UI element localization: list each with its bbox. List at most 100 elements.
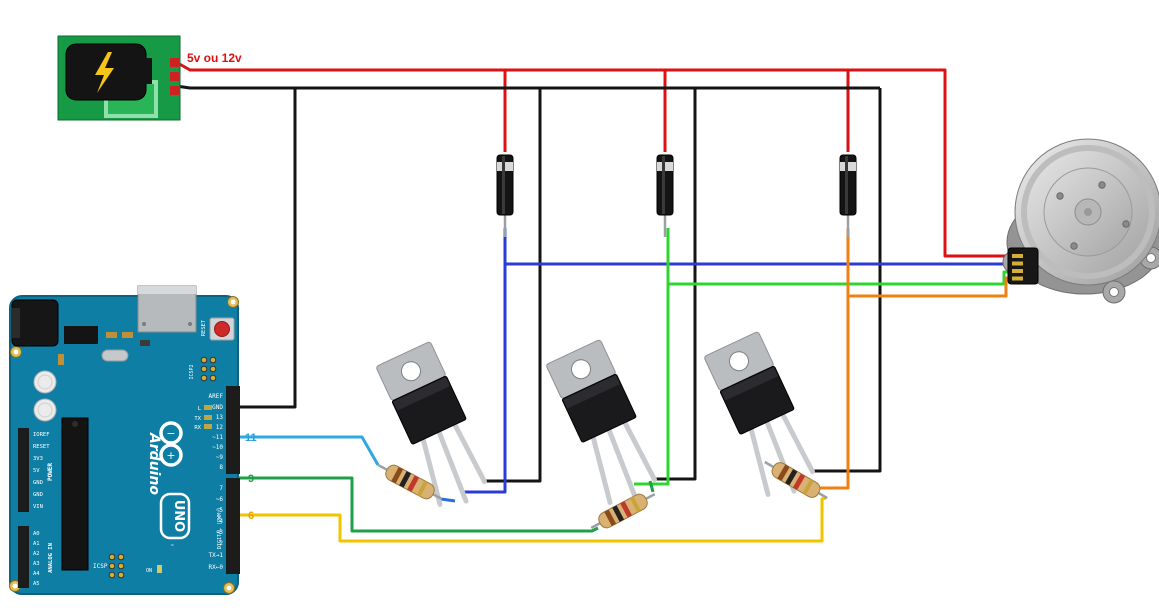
reset-silk-label: RESET xyxy=(201,319,207,336)
svg-text:L: L xyxy=(198,406,202,412)
motor-pin-4 xyxy=(1012,276,1023,281)
svg-text:GND: GND xyxy=(33,492,43,498)
svg-text:~9: ~9 xyxy=(216,454,224,461)
positive-rail-wire xyxy=(175,60,1010,258)
analog-header xyxy=(18,526,29,588)
led-labels: L TX RX xyxy=(194,405,212,431)
svg-text:7: 7 xyxy=(219,485,223,492)
motor-rim xyxy=(1021,145,1155,279)
svg-text:VIN: VIN xyxy=(33,504,43,510)
mcu-notch xyxy=(72,421,78,427)
mcu-chip xyxy=(61,417,89,571)
svg-text:5V: 5V xyxy=(33,468,40,474)
svg-text:A3: A3 xyxy=(33,561,40,567)
svg-text:GND: GND xyxy=(33,480,43,486)
icsp2-label: ICSP2 xyxy=(189,364,195,379)
pin11-base-wire xyxy=(440,497,456,503)
resistor-2 xyxy=(586,485,660,537)
svg-text:4: 4 xyxy=(219,518,223,525)
uno-badge xyxy=(159,492,191,540)
motor-pin-2 xyxy=(1012,261,1023,266)
capacitor-2 xyxy=(33,398,57,422)
crystal-oscillator xyxy=(101,349,129,362)
flyback-diode-3 xyxy=(838,153,858,239)
pin9-annotation: 9 xyxy=(248,473,254,485)
svg-text:3V3: 3V3 xyxy=(33,456,43,462)
svg-text:TX→1: TX→1 xyxy=(209,552,224,559)
svg-text:RX←0: RX←0 xyxy=(209,564,224,571)
digital-header-top xyxy=(226,386,240,474)
svg-text:8: 8 xyxy=(219,464,223,471)
power-header xyxy=(18,428,29,512)
digital-pin-labels-top: AREF GND 13 12 ~11 ~10 ~9 8 xyxy=(209,393,224,471)
arduino-uno-board: RESET ICSP2 AREF GND 13 12 ~11 ~10 ~9 8 … xyxy=(9,285,240,595)
capacitor-1 xyxy=(33,370,57,394)
svg-text:IOREF: IOREF xyxy=(33,432,50,438)
flyback-diode-2 xyxy=(655,153,675,239)
power-voltage-label: 5v ou 12v xyxy=(187,51,242,65)
motor-screw-4 xyxy=(1070,242,1078,250)
svg-text:~10: ~10 xyxy=(212,444,223,451)
svg-text:12: 12 xyxy=(216,424,224,431)
icsp2-header xyxy=(200,356,217,382)
logo-plus: + xyxy=(166,449,175,462)
transistor-1 xyxy=(376,341,498,511)
analog-pin-labels: A0 A1 A2 A3 A4 A5 xyxy=(33,531,40,587)
svg-text:RESET: RESET xyxy=(33,444,50,450)
icsp-header xyxy=(108,553,125,579)
analog-section-label: ANALOG IN xyxy=(48,543,54,573)
logo-minus: − xyxy=(166,427,175,440)
svg-text:~11: ~11 xyxy=(212,434,223,441)
power-jack xyxy=(11,299,59,347)
svg-text:~5: ~5 xyxy=(216,507,224,514)
pin11-annotation: 11 xyxy=(245,432,257,444)
smd-component-1 xyxy=(106,332,117,338)
smd-component-4 xyxy=(140,340,150,346)
on-led-label: ON xyxy=(146,568,152,574)
lightning-icon xyxy=(95,52,114,93)
brand-name: Arduino xyxy=(146,432,162,495)
flyback-diode-1 xyxy=(495,153,515,239)
digital-header-bottom xyxy=(226,478,240,574)
usb-connector xyxy=(137,285,197,333)
svg-text:A4: A4 xyxy=(33,571,40,577)
svg-text:~3: ~3 xyxy=(216,529,224,536)
motor-ear-2 xyxy=(1102,280,1126,304)
phase-b-green-wire xyxy=(634,228,1010,486)
icsp-label: ICSP xyxy=(93,563,108,570)
wiring xyxy=(175,60,1010,543)
motor-screw-3 xyxy=(1122,220,1130,228)
arduino-logo: − + xyxy=(159,421,183,467)
pin9-control-wire xyxy=(237,476,655,533)
svg-text:~6: ~6 xyxy=(216,496,224,503)
svg-text:A5: A5 xyxy=(33,581,40,587)
power-supply-module xyxy=(57,35,181,121)
power-pin-labels: IOREF RESET 3V3 5V GND GND VIN xyxy=(33,432,50,510)
trademark: ™ xyxy=(170,544,173,550)
battery-terminal xyxy=(145,58,152,84)
digital-pin-labels-bottom: 7 ~6 ~5 4 ~3 2 TX→1 RX←0 xyxy=(209,485,224,571)
svg-text:AREF: AREF xyxy=(209,393,224,400)
mounting-holes xyxy=(9,296,239,594)
pin6-annotation: 6 xyxy=(248,510,254,522)
smd-component-3 xyxy=(58,354,64,365)
svg-text:GND: GND xyxy=(212,404,223,411)
phase-c-orange-wire xyxy=(798,228,1010,490)
power-pin-1 xyxy=(170,58,179,67)
power-pin-3 xyxy=(170,86,179,95)
svg-text:A0: A0 xyxy=(33,531,40,537)
pin6-control-wire xyxy=(237,496,827,543)
digital-section-label: DIGITAL (PWM~) xyxy=(217,507,223,549)
phase-a-blue-wire xyxy=(464,228,1010,494)
power-section-label: POWER xyxy=(47,463,54,481)
pin11-control-wire xyxy=(237,435,380,466)
dc-motor xyxy=(1002,138,1159,304)
smd-component-2 xyxy=(122,332,133,338)
svg-text:13: 13 xyxy=(216,414,224,421)
model-name: UNO xyxy=(171,500,186,533)
svg-text:RX: RX xyxy=(194,425,201,431)
resistor-3 xyxy=(759,453,833,507)
ground-wire xyxy=(175,84,882,483)
motor-screw-1 xyxy=(1056,192,1064,200)
